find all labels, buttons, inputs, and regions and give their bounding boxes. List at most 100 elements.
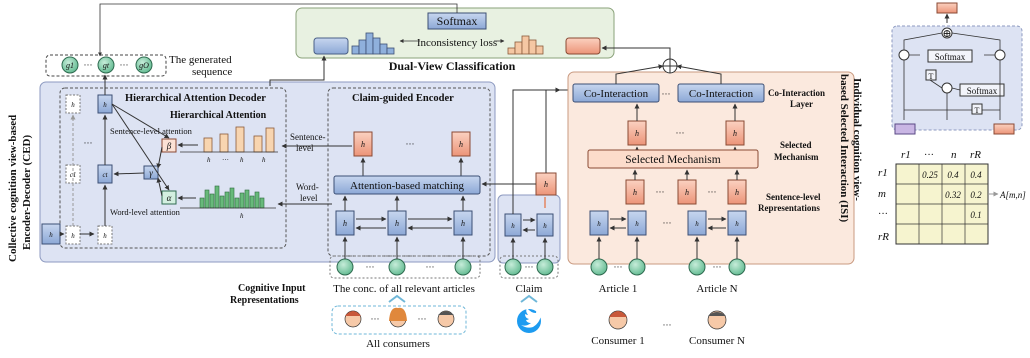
claim-summary-label: h (544, 180, 548, 189)
matrix-row-ellipsis: ··· (878, 209, 888, 220)
attention-title: Hierarchical Attention (170, 110, 267, 121)
claim-input-ellipsis: ··· (525, 262, 534, 272)
classifier-left-box (313, 37, 349, 55)
article1-h11-label: h (597, 220, 601, 228)
articles-concat-label: The conc. of all relevant articles (333, 283, 475, 295)
all-consumers-group: ··· ··· (331, 305, 467, 335)
cognitive-input-label-2: Representations (230, 295, 299, 306)
word-rep-hi-label: h (395, 219, 399, 228)
articles-up-chevron (388, 294, 406, 303)
sentence-level-label-1: Sentence- (290, 132, 325, 142)
matrix-col-n: n (951, 149, 957, 161)
interaction-rep-ellipsis: ··· (676, 128, 685, 138)
claim-rep-hp-label: h (543, 222, 547, 230)
matrix-cell-0-2: 0.4 (970, 170, 982, 180)
consumer-avatar-2 (389, 307, 407, 328)
sentence-rep-h1 (353, 131, 373, 157)
inset-plus-mid (941, 82, 953, 94)
token-gt-label: gt (103, 61, 110, 70)
isi-vertical-title-2: based Selected Interaction (ISI) (838, 74, 850, 223)
decoder-box (59, 87, 287, 249)
consumers-ellipsis-2: ··· (418, 314, 427, 324)
articles-input-ellipsis-2: ··· (426, 262, 435, 272)
articleN-rep-hN1 (687, 210, 707, 236)
word-rep-h1-label: h (343, 219, 347, 228)
hall-label: h (49, 231, 53, 239)
encoder-title: Claim-guided Encoder (352, 93, 454, 104)
alpha-label: α (167, 193, 172, 203)
article-word-node-2 (388, 258, 406, 276)
article1-input-ellipsis: ··· (614, 262, 623, 272)
article-n-label: Article N (696, 283, 737, 295)
beta-label: β (166, 141, 172, 151)
articleN-hnj-label: h (735, 220, 739, 228)
inset-top-box (936, 2, 958, 14)
article-ellipsis: ··· (663, 218, 672, 228)
article1-rep-h11 (589, 210, 609, 236)
claim-rep-hp (536, 213, 554, 237)
output-token-go (135, 56, 153, 74)
decoder-ellipsis: ··· (84, 138, 93, 148)
decoder-bottom-t-label: h (103, 232, 107, 240)
matrix-cell-2-2: 0.1 (970, 210, 981, 220)
matrix-output-label: A[m,n] (999, 190, 1026, 200)
co-interaction-layer-label-1: Co-Interaction (768, 88, 825, 98)
gamma-label: γ (149, 168, 153, 178)
co-interaction-layer-label-2: Layer (790, 99, 813, 109)
word-level-label-2: level (300, 193, 318, 203)
co-interaction-ellipsis: ··· (662, 89, 671, 99)
matrix-col-rR: rR (970, 149, 981, 161)
consumer-n-avatar (707, 310, 727, 330)
sentence-rs-hn-label: h (735, 188, 739, 197)
consumer-avatar-3 (437, 310, 455, 328)
articleN-word-node-2 (728, 258, 746, 276)
selected-mechanism-side-1: Selected (780, 140, 812, 150)
selected-mechanism-side-2: Mechanism (774, 152, 819, 162)
article-word-reps: h h h h ··· (589, 210, 747, 236)
consumer-avatar-1 (344, 310, 362, 328)
co-interaction-label-2: Co-Interaction (689, 88, 754, 100)
generated-sequence: g1 ··· gt ··· gO The generated sequence (45, 54, 232, 78)
inset-transpose-a (925, 69, 937, 81)
right-distribution-bars (507, 35, 544, 55)
generated-caption-2: sequence (192, 66, 232, 78)
co-interaction-detail: ⊕ Softmax T Softmax T (891, 2, 1023, 135)
token-g1-label: g1 (66, 61, 74, 70)
similarity-matrix: r1 ··· n rR r1 m ··· rR 0.25 0.4 0.4 0.3… (878, 149, 1026, 245)
consumer-n-label: Consumer N (689, 335, 745, 347)
selected-mechanism-label: Selected Mechanism (625, 154, 721, 166)
claim-input-group (499, 255, 559, 279)
interaction-rep-h1-label: h (635, 129, 639, 138)
articleN-hn1-label: h (695, 220, 699, 228)
consumer-1-avatar (608, 310, 628, 330)
alpha-node (161, 190, 177, 205)
inset-softmax-a (927, 49, 973, 63)
word-attention-bars (199, 185, 265, 209)
matrix-row-r1: r1 (878, 167, 888, 179)
attention-matching-label: Attention-based matching (350, 180, 464, 192)
matrix-cell-1-2: 0.2 (970, 190, 982, 200)
matrix-row-m: m (878, 188, 886, 200)
inset-softmax-b-label: Softmax (967, 86, 998, 96)
ced-vertical-title-2: Encoder-Decoder (CED) (21, 134, 33, 250)
claim-encoder: h h h (481, 87, 576, 264)
ced-panel: Collective cognition view-based Encoder-… (7, 74, 496, 263)
word-level-label-1: Word- (296, 182, 319, 192)
matrix-col-r1: r1 (901, 149, 911, 161)
articleN-input-ellipsis: ··· (713, 262, 722, 272)
decoder-state-h1-label: h (71, 101, 75, 109)
claim-word-node-1 (504, 258, 522, 276)
interaction-rep-hj-label: h (733, 129, 737, 138)
consumers-mid-ellipsis: ··· (663, 320, 672, 330)
softmax-label: Softmax (437, 14, 478, 28)
claim-label: Claim (516, 283, 543, 295)
sentence-rs-ellipsis-2: ··· (708, 187, 717, 197)
decoder-state-ht-label: h (103, 101, 107, 109)
hs-n-label: h (207, 156, 211, 164)
inset-transpose-b-label: T (975, 106, 980, 115)
sentence-rep-hN (451, 131, 471, 157)
inset-transpose-b (971, 103, 983, 115)
encoder-box (327, 87, 491, 257)
attention-matching-box (333, 175, 481, 195)
